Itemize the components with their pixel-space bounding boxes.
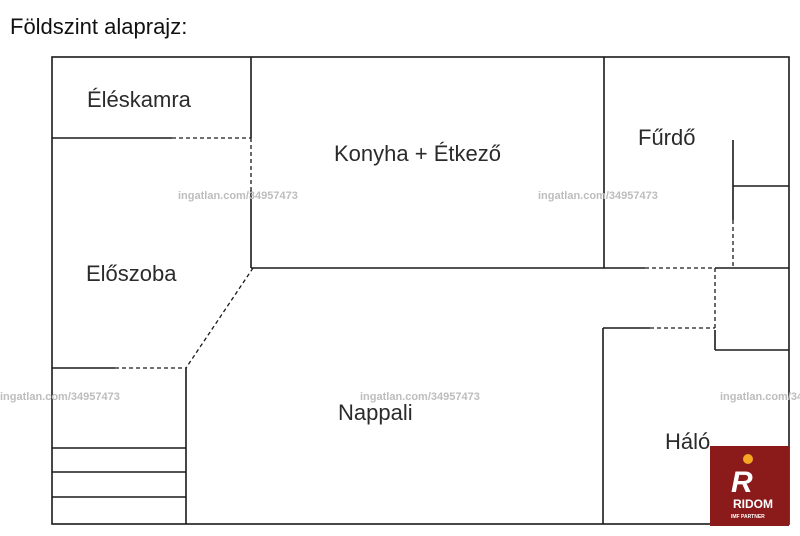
ridom-logo: R RIDOM IMF PARTNER bbox=[710, 446, 789, 526]
open-boundaries bbox=[115, 137, 734, 369]
room-label-eleskamra: Éléskamra bbox=[87, 87, 192, 112]
room-label-eloszoba: Előszoba bbox=[86, 261, 177, 286]
logo-tagline: IMF PARTNER bbox=[731, 514, 765, 520]
watermark-text: ingatlan.com/34957473 bbox=[0, 391, 120, 403]
logo-dot-icon bbox=[743, 454, 753, 464]
interior-walls bbox=[52, 57, 789, 524]
watermark-text: ingatlan.com/34957473 bbox=[360, 391, 480, 403]
logo-monogram: R bbox=[731, 466, 753, 499]
watermark-text: ingatlan.com/34957473 bbox=[178, 190, 298, 202]
plan-title: Földszint alaprajz: bbox=[10, 14, 187, 39]
logo-name: RIDOM bbox=[733, 497, 773, 511]
watermark-text: ingatlan.com/34957473 bbox=[720, 391, 800, 403]
room-label-nappali: Nappali bbox=[338, 400, 413, 425]
outer-wall bbox=[51, 56, 790, 525]
room-label-furdo: Fűrdő bbox=[638, 125, 695, 150]
watermark-text: ingatlan.com/34957473 bbox=[538, 190, 658, 202]
room-label-halo: Háló bbox=[665, 429, 710, 454]
room-label-konyha: Konyha + Étkező bbox=[334, 141, 501, 166]
watermarks: ingatlan.com/34957473 ingatlan.com/34957… bbox=[0, 190, 800, 403]
